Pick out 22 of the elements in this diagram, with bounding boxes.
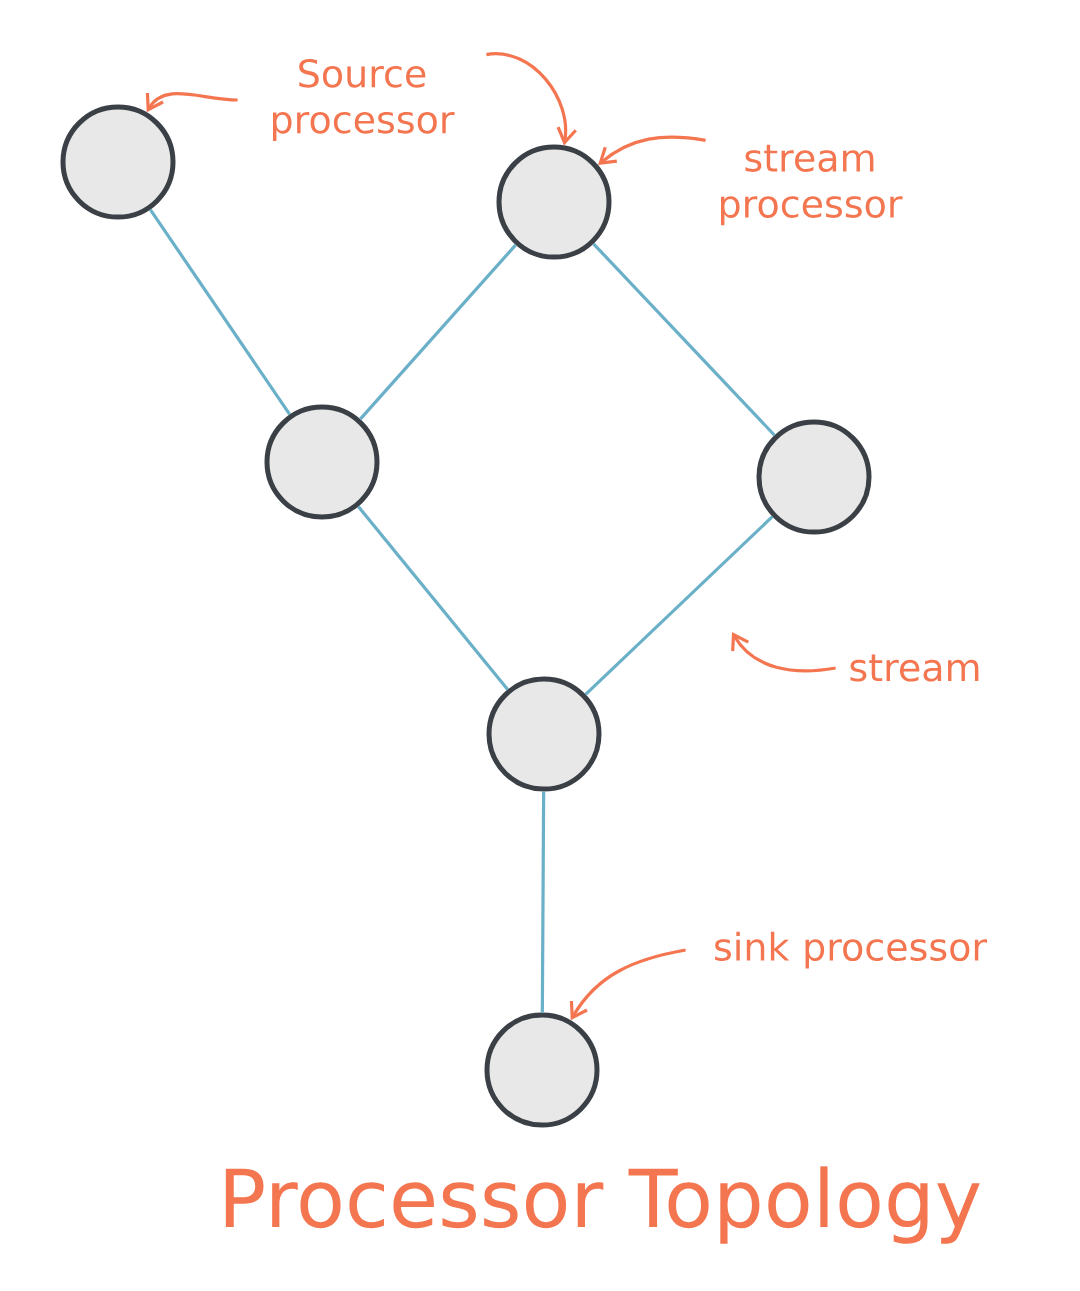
processor-circle: [756, 419, 872, 535]
connector-line: [357, 505, 509, 691]
processor-circle: [264, 404, 380, 520]
connector-line: [540, 791, 546, 1013]
processor-circle: [486, 676, 602, 792]
annotation-text: Source processor: [273, 58, 455, 142]
connector-line: [584, 515, 774, 696]
leader-arrow: [486, 52, 577, 146]
leader-arrow: [569, 948, 686, 1021]
annotation-text: stream processor: [721, 144, 903, 226]
title: Processor Topology: [225, 1166, 980, 1244]
annotation-text: stream: [850, 654, 979, 682]
leader-arrow: [731, 632, 836, 673]
processor-circle: [484, 1012, 600, 1128]
leader-arrow: [598, 135, 706, 166]
annotation-text: sink processor: [715, 931, 988, 969]
processor-circle: [60, 104, 176, 220]
processor-circle: [496, 144, 612, 260]
leader-arrow: [145, 92, 238, 113]
connector-line: [149, 208, 291, 416]
connector-line: [359, 243, 517, 421]
connector-line: [592, 242, 776, 437]
